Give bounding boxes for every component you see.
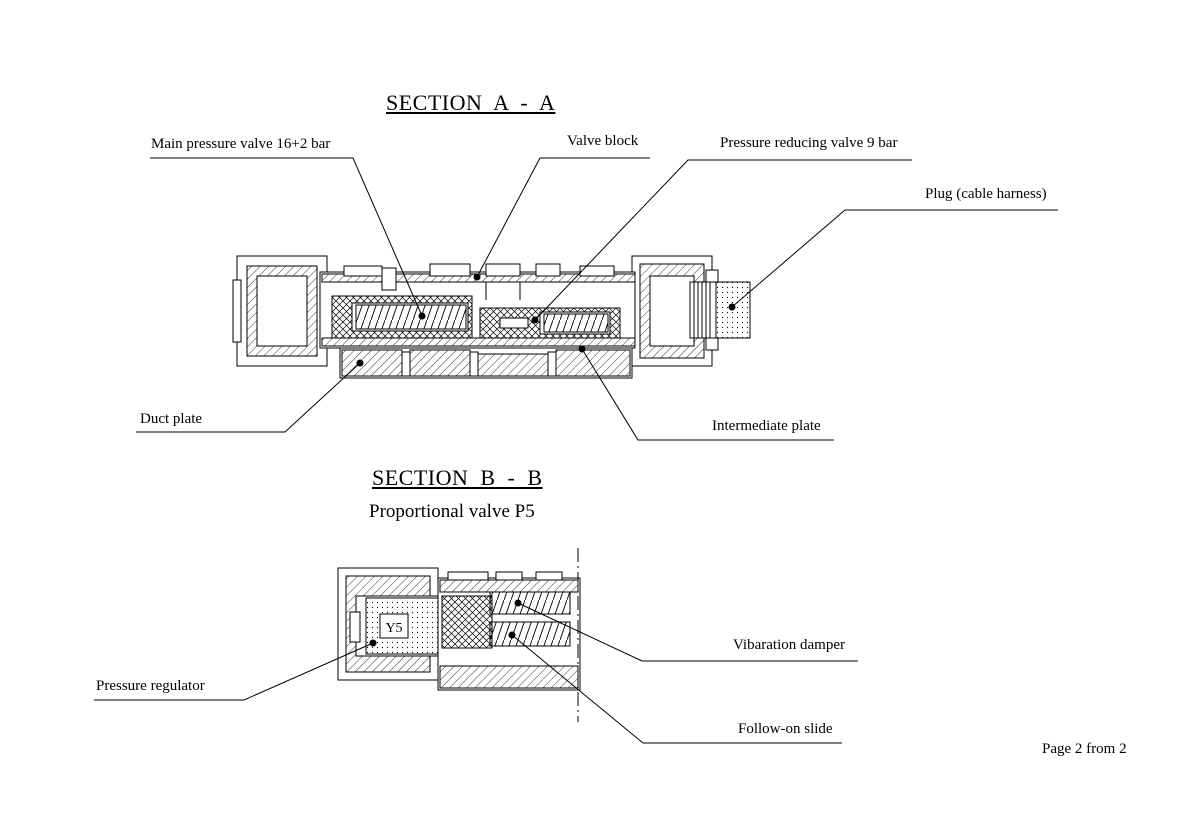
dot-duct-plate bbox=[356, 359, 364, 367]
dot-vibration-damper bbox=[514, 599, 522, 607]
leader-pressure-regulator bbox=[94, 642, 374, 701]
dot-follow-on-slide bbox=[508, 631, 516, 639]
label-intermediate-plate: Intermediate plate bbox=[712, 418, 821, 434]
leader-valve-block bbox=[476, 157, 650, 278]
label-plug: Plug (cable harness) bbox=[925, 186, 1047, 202]
leader-main-pressure-valve bbox=[150, 157, 423, 317]
section-a-title: SECTION A - A bbox=[386, 90, 556, 115]
y5-tag-box bbox=[379, 613, 409, 639]
leader-dots bbox=[356, 273, 736, 647]
dot-valve-block bbox=[473, 273, 481, 281]
dot-pressure-reducing-valve bbox=[531, 316, 539, 324]
label-valve-block: Valve block bbox=[567, 133, 639, 149]
dot-intermediate-plate bbox=[578, 345, 586, 353]
label-pressure-reducing-valve: Pressure reducing valve 9 bar bbox=[720, 135, 898, 151]
label-pressure-regulator: Pressure regulator bbox=[96, 678, 205, 694]
section-b-drawing bbox=[337, 548, 581, 722]
leader-vibration-damper bbox=[517, 602, 858, 662]
leader-follow-on-slide bbox=[511, 634, 842, 744]
valve-block-body bbox=[319, 263, 636, 349]
leader-lines bbox=[94, 157, 1058, 744]
dot-main-pressure-valve bbox=[418, 312, 426, 320]
label-duct-plate: Duct plate bbox=[140, 411, 203, 427]
leader-pressure-reducing-valve bbox=[534, 159, 912, 321]
plug-body bbox=[689, 281, 751, 339]
label-main-pressure-valve: Main pressure valve 16+2 bar bbox=[151, 136, 331, 152]
dot-plug bbox=[728, 303, 736, 311]
dot-pressure-regulator bbox=[369, 639, 377, 647]
section-b-title: SECTION B - B bbox=[372, 465, 543, 490]
page-number: Page 2 from 2 bbox=[1042, 741, 1127, 757]
duct-plate-body bbox=[339, 347, 633, 379]
leader-intermediate-plate bbox=[581, 348, 834, 441]
leader-plug bbox=[731, 209, 1058, 308]
y5-tag: Y5 bbox=[385, 621, 402, 636]
section-a-drawing bbox=[232, 255, 751, 379]
label-vibration-damper: Vibaration damper bbox=[733, 637, 845, 653]
left-end-cap bbox=[232, 255, 328, 367]
label-follow-on-slide: Follow-on slide bbox=[738, 721, 833, 737]
section-b-subtitle: Proportional valve P5 bbox=[369, 501, 535, 522]
leader-duct-plate bbox=[136, 362, 361, 433]
